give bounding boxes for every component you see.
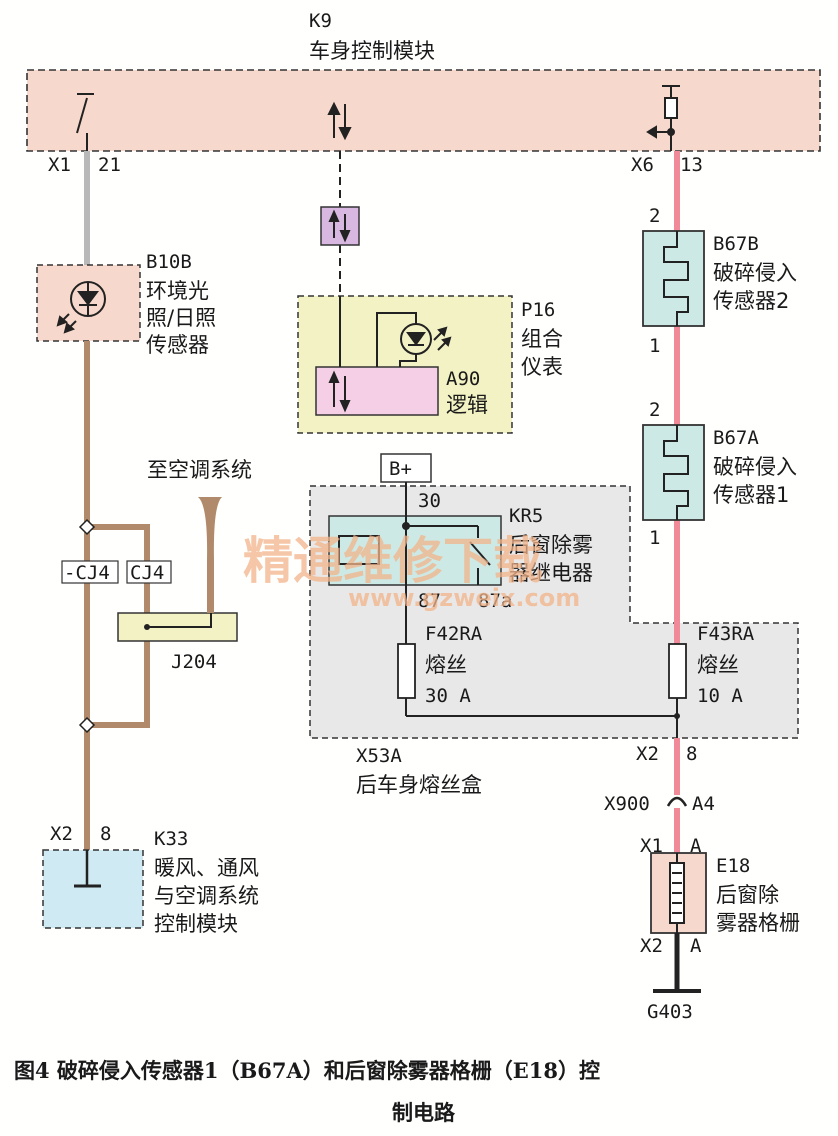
a90-code: A90 [446,368,480,390]
heater-element-icon [669,853,685,933]
b67a-pin-bottom: 1 [649,527,660,549]
gateway-box [320,206,360,246]
x1-a-pin: A [690,835,702,857]
relay-pin-87: 87 [418,590,441,612]
b67b-line2: 传感器2 [713,289,789,313]
j204-trace [147,613,212,628]
j204-code: J204 [171,651,217,673]
x1-21-pin: 21 [98,154,121,176]
x53a-line1: 后车身熔丝盒 [356,773,482,797]
ac-system-arrow [198,497,222,613]
relay-pin-87a: 87a [478,590,512,612]
b67b-element-icon [663,231,689,326]
p16-line2: 仪表 [521,355,563,379]
k9-data-arrows-icon [327,101,352,141]
b67a-line1: 破碎侵入 [713,455,797,479]
k33-code: K33 [154,828,188,850]
ac-system-label: 至空调系统 [147,458,252,482]
k33-line2: 与空调系统 [154,884,259,908]
x6-13-conn: X6 [631,154,654,176]
cj4-right-label: CJ4 [130,562,164,584]
e18-line1: 后窗除 [716,883,779,907]
figure-caption-line2: 制电路 [392,1100,456,1125]
relay-pin-30: 30 [418,490,441,512]
b67b-code: B67B [713,233,759,255]
k9-input-switch-icon [76,93,94,151]
k33-box [42,849,144,929]
x2-a-conn: X2 [640,935,663,957]
x2-8-fuse-conn: X2 [636,743,659,765]
x2-8-fuse-pin: 8 [686,743,697,765]
photodiode-icon [56,281,106,334]
k9-name: 车身控制模块 [309,39,435,63]
b67a-code: B67A [713,427,759,449]
warning-led-icon [376,312,452,367]
b67b-pin-top: 2 [649,205,660,227]
watermark-url: www.gzweix.com [348,584,580,612]
x900-inline-connector-icon [666,796,688,807]
cj4-right-box [126,560,172,584]
f43ra-line2: 10 A [697,685,743,707]
a90-box [315,366,439,416]
f42ra-fuse-icon [397,643,416,699]
x6-13-pin: 13 [680,154,703,176]
splice-top [78,518,96,536]
x900-conn: X900 [604,793,650,815]
fuse-junction-dot [674,713,680,719]
k9-code: K9 [309,10,332,32]
b67b-sensor-box [642,230,705,327]
x1-a-conn: X1 [640,835,663,857]
gateway-arrows-icon [328,209,351,243]
x900-pin: A4 [692,793,715,815]
kr5-code: KR5 [509,505,543,527]
b10b-line3: 传感器 [146,333,209,357]
k9-output-driver-icon [646,85,680,151]
watermark-text: 精通维修下载 [243,532,543,590]
bplus-label: B+ [389,458,412,480]
b67b-pin-bottom: 1 [649,335,660,357]
f43ra-code: F43RA [697,623,755,645]
x53a-code: X53A [356,745,402,767]
f42ra-line2: 30 A [425,685,471,707]
x2-8-k33-conn: X2 [50,823,73,845]
relay-output-wire [405,585,677,717]
k9-module-box [26,69,821,152]
splice-bottom [78,716,96,734]
relay-contacts [338,482,491,585]
b10b-code: B10B [146,251,192,273]
a90-arrows-icon [328,370,351,413]
cj4-left-label: -CJ4 [64,562,110,584]
x2-8-k33-pin: 8 [100,823,111,845]
p16-line1: 组合 [521,327,563,351]
g403-code: G403 [647,1001,693,1023]
x2-a-pin: A [690,935,702,957]
kr5-line2: 器继电器 [509,561,593,585]
k33-line3: 控制模块 [154,912,238,936]
x1-21-conn: X1 [48,154,71,176]
b67a-pin-top: 2 [649,399,660,421]
kr5-line1: 后窗除雾 [509,533,593,557]
figure-caption-line1: 图4 破碎侵入传感器1（B67A）和后窗除雾器格栅（E18）控 [14,1058,600,1083]
brown-wires [84,341,150,850]
e18-code: E18 [716,855,750,877]
f43ra-fuse-icon [668,643,687,699]
f43ra-line1: 熔丝 [697,653,739,677]
b10b-line1: 环境光 [146,279,209,303]
b67a-line2: 传感器1 [713,483,789,507]
a90-line1: 逻辑 [446,393,488,417]
f42ra-code: F42RA [425,623,483,645]
b67b-line1: 破碎侵入 [713,261,797,285]
f42ra-line1: 熔丝 [425,653,467,677]
p16-code: P16 [521,299,555,321]
j204-dot [144,624,150,630]
e18-line2: 雾器格栅 [716,911,800,935]
b10b-line2: 照/日照 [146,306,216,330]
b67a-sensor-box [642,424,705,521]
b67a-element-icon [663,425,689,520]
cj4-left-box [61,560,119,584]
k33-line1: 暖风、通风 [154,856,259,880]
